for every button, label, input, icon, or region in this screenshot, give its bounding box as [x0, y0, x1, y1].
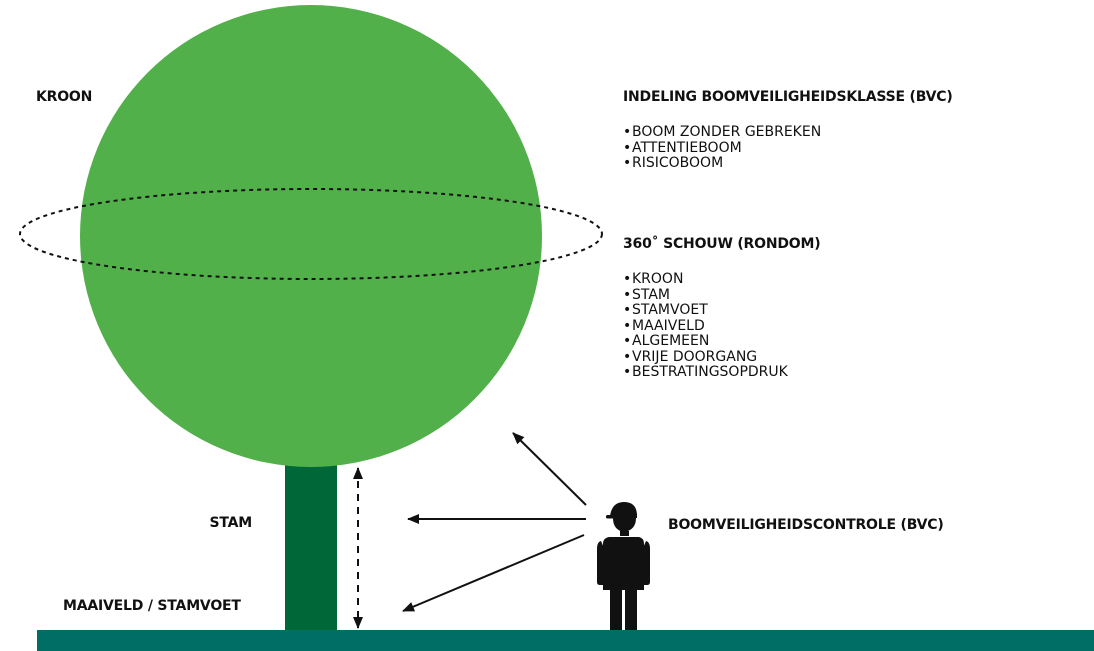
list-item: BESTRATINGSOPDRUK: [623, 364, 788, 381]
classification-title: INDELING BOOMVEILIGHEIDSKLASSE (BVC): [623, 89, 953, 105]
ground-bar: [37, 630, 1094, 651]
label-bvc-control: BOOMVEILIGHEIDSCONTROLE (BVC): [668, 517, 944, 533]
list-item: KROON: [623, 271, 788, 288]
inspection-ring: [19, 188, 603, 280]
label-maaiveld-stamvoet: MAAIVELD / STAMVOET: [63, 598, 241, 614]
arrow-to-crown: [512, 432, 587, 506]
list-item: ATTENTIEBOOM: [623, 140, 821, 157]
inspection-list: KROON STAM STAMVOET MAAIVELD ALGEMEEN VR…: [623, 271, 788, 381]
list-item: VRIJE DOORGANG: [623, 349, 788, 366]
tree-trunk: [285, 455, 337, 635]
person-with-cap-icon: [597, 502, 650, 630]
list-item: ALGEMEEN: [623, 333, 788, 350]
label-stam: STAM: [209, 515, 252, 531]
list-item: MAAIVELD: [623, 318, 788, 335]
label-kroon: KROON: [36, 89, 93, 105]
list-item: RISICOBOOM: [623, 155, 821, 172]
classification-list: BOOM ZONDER GEBREKEN ATTENTIEBOOM RISICO…: [623, 124, 821, 172]
tree-crown: [80, 5, 542, 467]
arrow-to-ground: [402, 534, 585, 612]
list-item: STAM: [623, 287, 788, 304]
inspection-title: 360˚ SCHOUW (RONDOM): [623, 236, 821, 252]
list-item: STAMVOET: [623, 302, 788, 319]
list-item: BOOM ZONDER GEBREKEN: [623, 124, 821, 141]
